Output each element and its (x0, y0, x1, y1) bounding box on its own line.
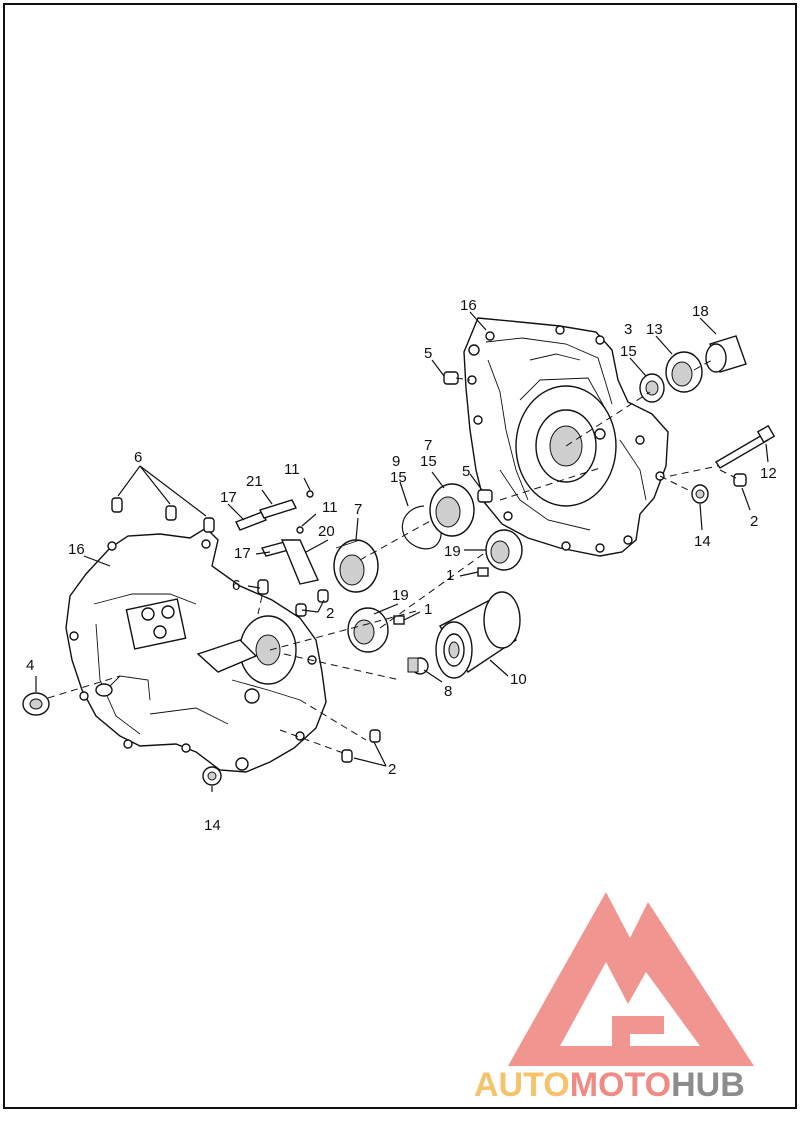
washer-14-left (202, 766, 222, 786)
callout-21: 21 (246, 473, 263, 490)
callout-19-left: 19 (392, 587, 409, 604)
callout-17-top: 17 (220, 489, 237, 506)
watermark-text: AUTOMOTOHUB (474, 1066, 745, 1104)
dowel-2-right (733, 473, 747, 487)
callout-2-right: 2 (750, 513, 758, 530)
left-crankcase-half (65, 527, 327, 773)
callout-18: 18 (692, 303, 709, 320)
logo-triangle-shape (508, 892, 754, 1066)
watermark-moto: MOTO (570, 1066, 671, 1104)
callout-15-right: 15 (420, 453, 437, 470)
callout-19-right: 19 (444, 543, 461, 560)
callout-3: 3 (624, 321, 632, 338)
oil-filter-10 (435, 591, 521, 679)
callout-8: 8 (444, 683, 452, 700)
sleeve-18 (705, 335, 747, 373)
dowels-5-right (443, 371, 493, 503)
callout-15-seal: 15 (620, 343, 637, 360)
callout-7-left: 7 (354, 501, 362, 518)
callout-5-mid: 5 (462, 463, 470, 480)
bracket-20 (280, 539, 319, 585)
bearing-19-right (485, 529, 523, 571)
callout-2-low: 2 (388, 761, 396, 778)
dowel-pins-6 (111, 497, 269, 595)
fitting-8 (407, 657, 429, 675)
bolt-12 (715, 424, 776, 469)
callout-16-left: 16 (68, 541, 85, 558)
assembly-lines (47, 359, 737, 755)
bearing-19-left (347, 607, 389, 653)
watermark-auto: AUTO (474, 1066, 570, 1104)
callout-13: 13 (646, 321, 663, 338)
callout-5-top: 5 (424, 345, 432, 362)
washer-14-right (691, 484, 709, 504)
callout-14-right: 14 (694, 533, 711, 550)
callout-16-right: 16 (460, 297, 477, 314)
retaining-ring-9 (401, 505, 442, 550)
callout-7-right: 7 (424, 437, 432, 454)
screw-1-right (477, 567, 489, 577)
callout-6-top: 6 (134, 449, 142, 466)
callout-20: 20 (318, 523, 335, 540)
callout-17-mid: 17 (234, 545, 251, 562)
watermark-logo (508, 892, 754, 1066)
callout-numbers: 6 16 4 14 17 17 21 11 11 20 7 6 2 19 1 8… (26, 297, 777, 834)
callout-11-mid: 11 (322, 499, 338, 516)
leader-lines (35, 311, 769, 792)
seal-15-right (639, 373, 665, 403)
logo-g-shape (612, 1016, 664, 1046)
callout-10: 10 (510, 671, 527, 688)
callout-1-left: 1 (424, 601, 432, 618)
watermark-hub: HUB (671, 1066, 745, 1104)
page-frame (3, 3, 797, 1109)
bearing-7-right (429, 483, 475, 537)
callout-2-mid: 2 (326, 605, 334, 622)
callout-14-left: 14 (204, 817, 221, 834)
callout-12: 12 (760, 465, 777, 482)
callout-9: 9 (392, 453, 400, 470)
dowels-2-left (295, 589, 381, 763)
callout-15-left: 15 (390, 469, 407, 486)
callout-6-mid: 6 (232, 577, 240, 594)
bearing-7-left (333, 539, 379, 593)
bearing-13 (665, 351, 703, 393)
seal-4 (22, 692, 50, 716)
right-crankcase-half (463, 317, 669, 557)
callout-4: 4 (26, 657, 34, 674)
callout-1-right: 1 (446, 567, 454, 584)
callout-11-top: 11 (284, 461, 300, 478)
